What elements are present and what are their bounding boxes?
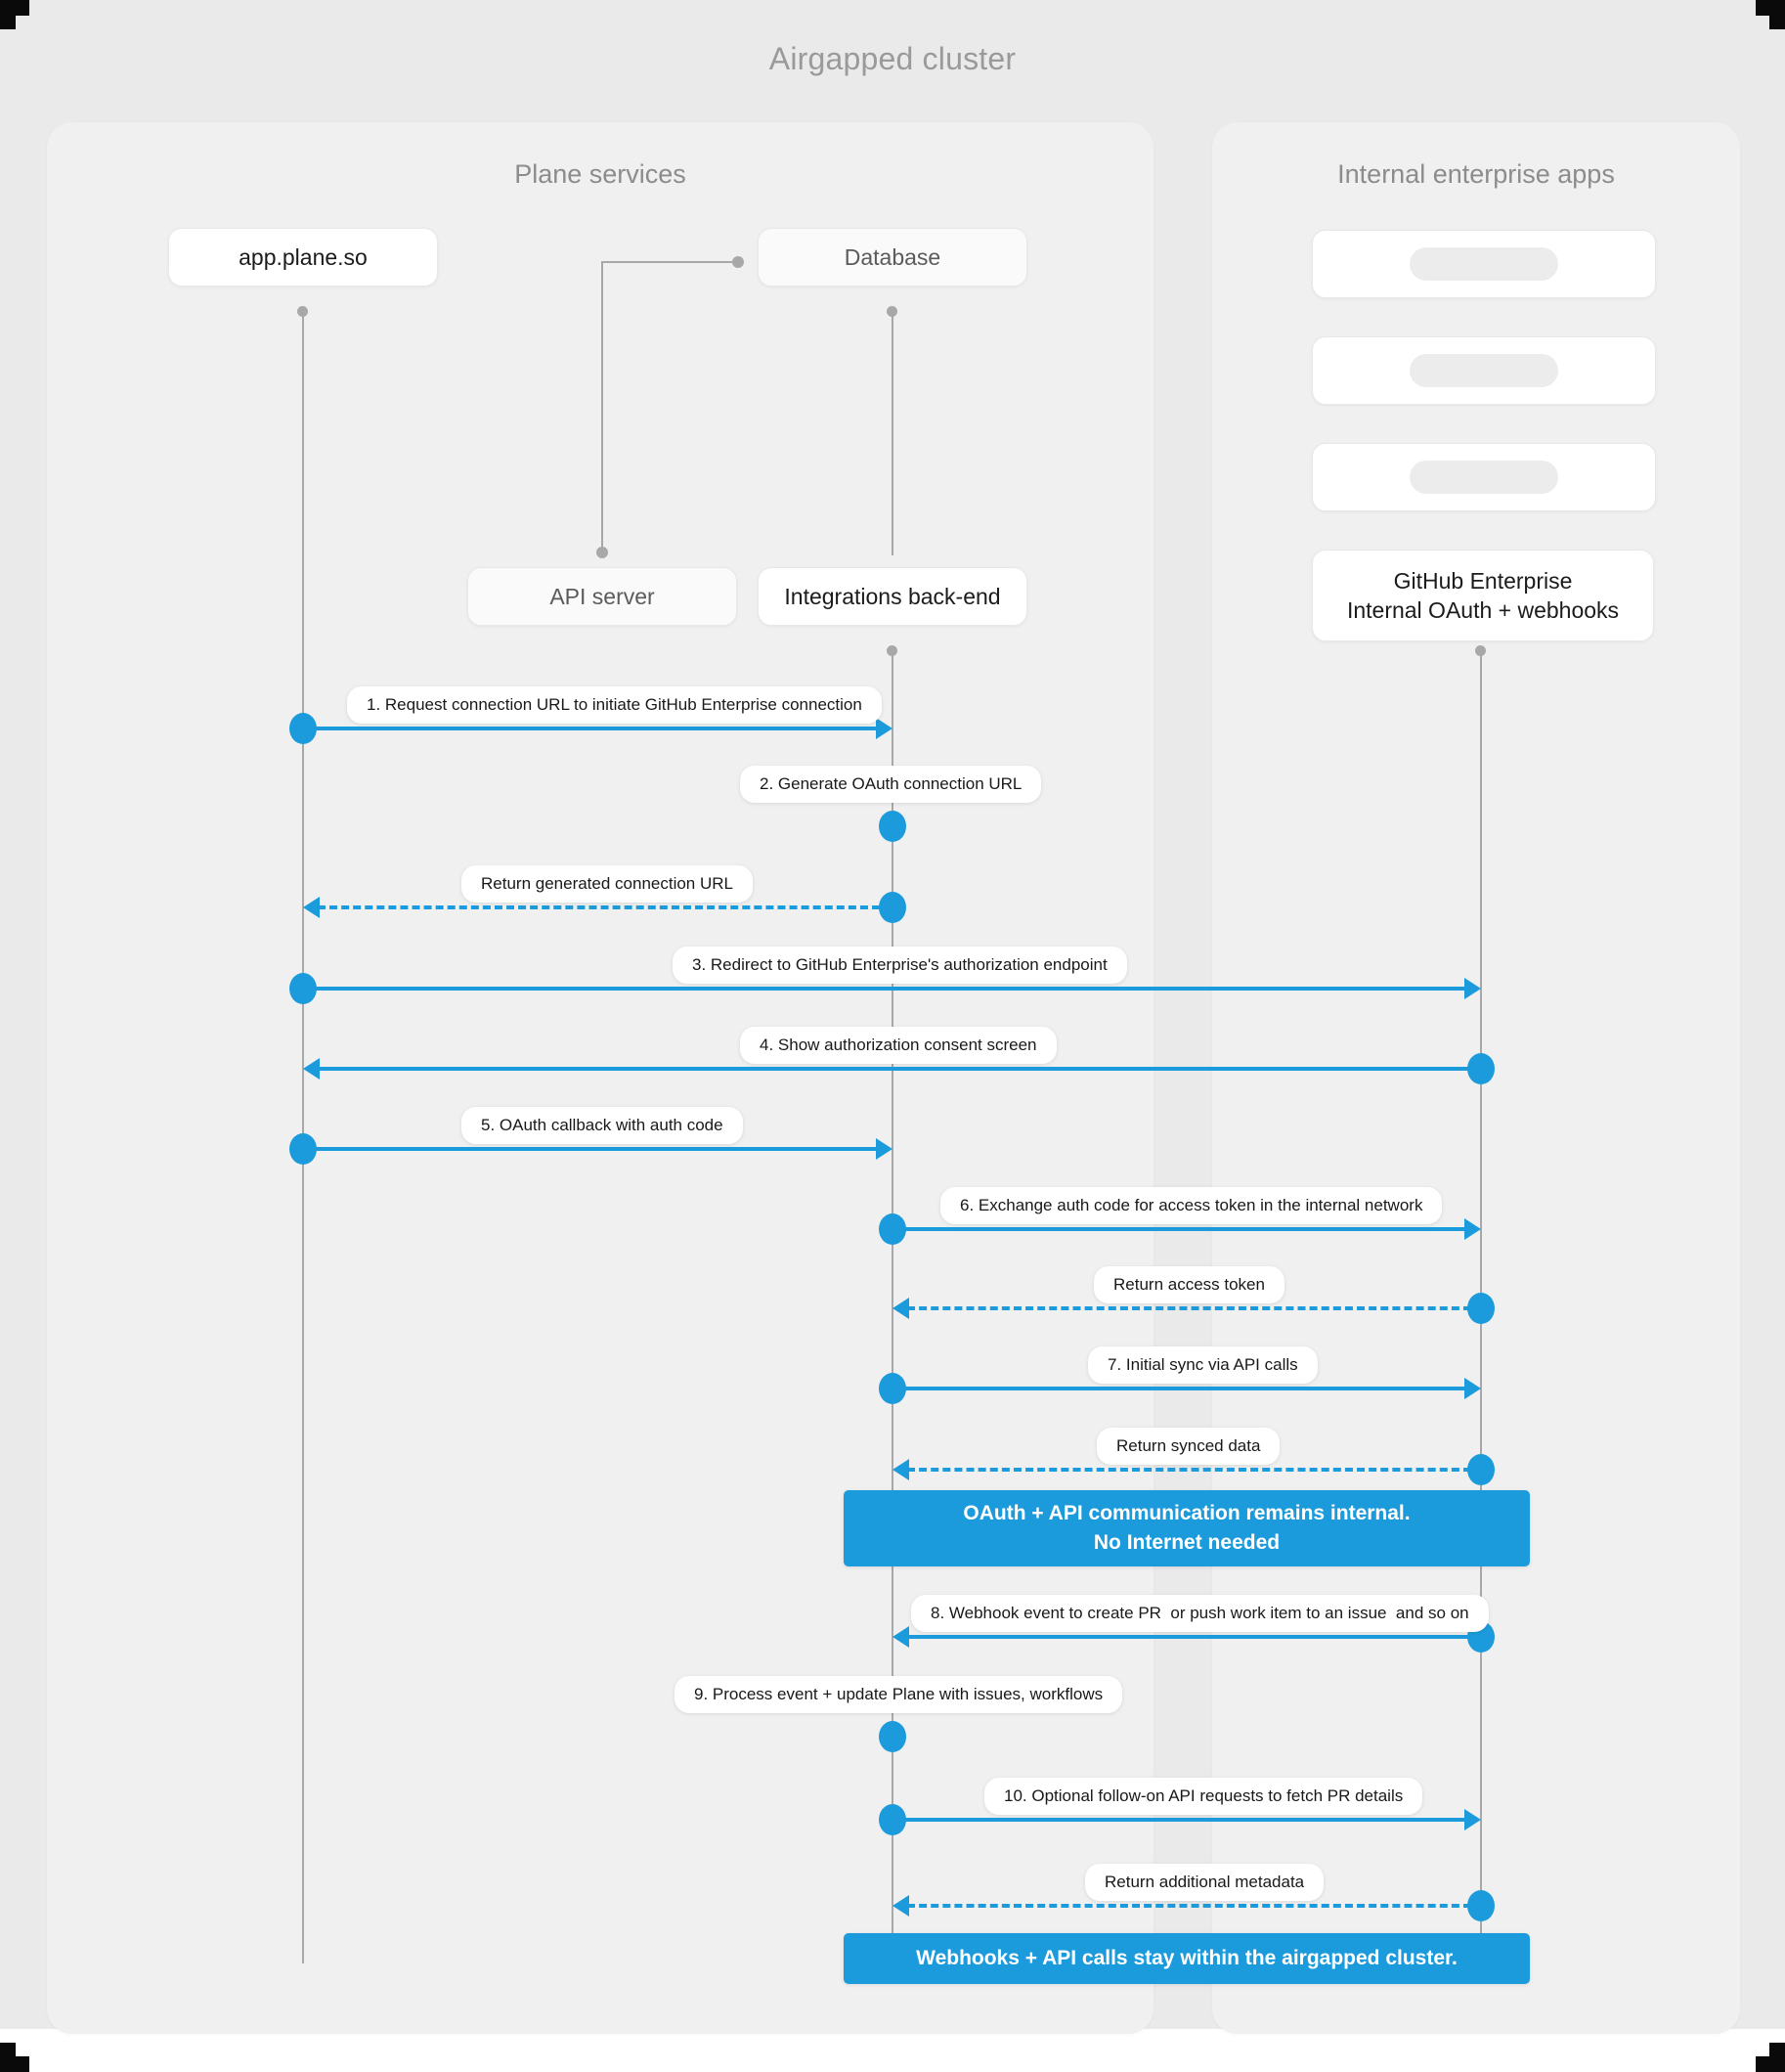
message-label-14: Return additional metadata — [1085, 1864, 1325, 1901]
diagram-title: Airgapped cluster — [768, 41, 1017, 76]
message-label-12: 9. Process event + update Plane with iss… — [675, 1676, 1123, 1713]
note-oauth-internal-line2: No Internet needed — [1093, 1531, 1281, 1554]
message-arrowhead-9 — [1464, 1378, 1481, 1399]
message-label-10: Return synced data — [1097, 1428, 1281, 1465]
activation-dot-13-source — [879, 1804, 906, 1835]
message-label-4: 3. Redirect to GitHub Enterprise's autho… — [673, 947, 1127, 984]
activation-dot-12 — [879, 1721, 906, 1752]
message-label-13: 10. Optional follow-on API requests to f… — [984, 1778, 1423, 1815]
message-line-9 — [892, 1387, 1468, 1390]
message-line-3 — [318, 905, 880, 909]
message-line-13 — [892, 1818, 1468, 1822]
message-line-7 — [892, 1227, 1468, 1231]
node-api-server[interactable]: API server — [467, 567, 737, 626]
activation-dot-9-source — [879, 1373, 906, 1404]
activation-dot-8-source — [1467, 1293, 1495, 1324]
node-label-api-server: API server — [549, 583, 655, 609]
message-arrowhead-14 — [892, 1895, 909, 1917]
message-arrowhead-5 — [303, 1058, 320, 1080]
activation-dot-6-source — [289, 1133, 317, 1165]
placeholder-pill-1 — [1410, 247, 1558, 281]
message-label-1: 1. Request connection URL to initiate Gi… — [347, 686, 882, 724]
node-app-plane-so[interactable]: app.plane.so — [168, 228, 438, 287]
note-airgapped-cluster: Webhooks + API calls stay within the air… — [844, 1933, 1530, 1984]
message-line-11 — [907, 1635, 1471, 1639]
message-line-6 — [303, 1147, 880, 1151]
lifeline-database — [892, 311, 893, 555]
activation-dot-2 — [879, 811, 906, 842]
message-arrowhead-1 — [876, 718, 892, 739]
note-oauth-internal: OAuth + API communication remains intern… — [844, 1490, 1530, 1566]
node-label-app-plane-so: app.plane.so — [239, 243, 368, 270]
lifeline-cap-github-enterprise — [1475, 645, 1486, 656]
activation-dot-14-source — [1467, 1890, 1495, 1921]
message-label-7: 6. Exchange auth code for access token i… — [940, 1187, 1443, 1224]
crop-mark-bottom-right — [1756, 2043, 1785, 2072]
message-arrowhead-7 — [1464, 1218, 1481, 1240]
activation-dot-10-source — [1467, 1454, 1495, 1485]
activation-dot-5-source — [1467, 1053, 1495, 1084]
placeholder-card-3[interactable] — [1312, 443, 1656, 511]
message-arrowhead-3 — [303, 897, 320, 918]
node-label-database: Database — [844, 243, 941, 270]
message-line-5 — [318, 1067, 1471, 1071]
placeholder-pill-3 — [1410, 461, 1558, 494]
message-arrowhead-13 — [1464, 1809, 1481, 1830]
lifeline-cap-integrations-backend — [887, 645, 897, 656]
panel-title-plane-services: Plane services — [514, 159, 686, 189]
node-label-integrations-backend: Integrations back-end — [784, 583, 1001, 609]
placeholder-card-2[interactable] — [1312, 336, 1656, 405]
note-airgapped-cluster-line1: Webhooks + API calls stay within the air… — [916, 1947, 1458, 1970]
message-label-6: 5. OAuth callback with auth code — [461, 1107, 743, 1144]
activation-dot-7-source — [879, 1213, 906, 1245]
message-label-2: 2. Generate OAuth connection URL — [740, 766, 1042, 803]
note-oauth-internal-line1: OAuth + API communication remains intern… — [963, 1502, 1411, 1525]
message-arrowhead-11 — [892, 1626, 909, 1648]
message-label-8: Return access token — [1094, 1266, 1284, 1303]
crop-mark-top-right — [1756, 0, 1785, 29]
message-line-1 — [303, 727, 880, 730]
message-label-5: 4. Show authorization consent screen — [740, 1027, 1057, 1064]
message-arrowhead-8 — [892, 1298, 909, 1319]
crop-mark-bottom-left — [0, 2043, 29, 2072]
message-arrowhead-6 — [876, 1138, 892, 1160]
message-line-10 — [907, 1468, 1471, 1472]
lifeline-cap-app-plane-so — [297, 306, 308, 317]
activation-dot-4-source — [289, 973, 317, 1004]
node-label-github-enterprise: GitHub Enterprise Internal OAuth + webho… — [1346, 567, 1620, 623]
activation-dot-1-source — [289, 713, 317, 744]
message-arrowhead-4 — [1464, 978, 1481, 999]
node-database[interactable]: Database — [758, 228, 1027, 287]
message-label-11: 8. Webhook event to create PR or push wo… — [911, 1595, 1489, 1632]
message-label-9: 7. Initial sync via API calls — [1088, 1346, 1318, 1384]
panel-plane-services: Plane services — [47, 122, 1154, 2034]
activation-dot-3-source — [879, 892, 906, 923]
node-github-enterprise[interactable]: GitHub Enterprise Internal OAuth + webho… — [1312, 550, 1654, 641]
message-line-4 — [303, 987, 1468, 991]
placeholder-pill-2 — [1410, 354, 1558, 387]
node-integrations-backend[interactable]: Integrations back-end — [758, 567, 1027, 626]
message-line-14 — [907, 1904, 1471, 1908]
message-label-3: Return generated connection URL — [461, 865, 753, 903]
crop-mark-top-left — [0, 0, 29, 29]
lifeline-cap-database — [887, 306, 897, 317]
placeholder-card-1[interactable] — [1312, 230, 1656, 298]
message-line-8 — [907, 1306, 1471, 1310]
panel-title-internal-enterprise-apps: Internal enterprise apps — [1337, 159, 1615, 189]
message-arrowhead-10 — [892, 1459, 909, 1480]
